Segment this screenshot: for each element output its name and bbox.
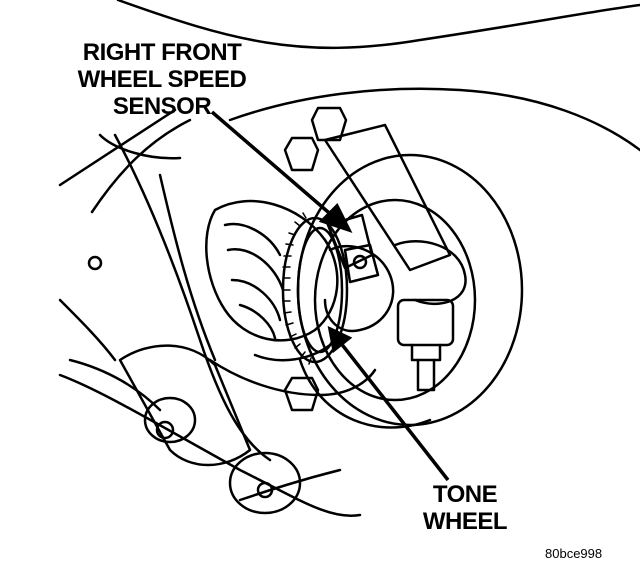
rotor-inner [313, 198, 477, 402]
frame-side [58, 298, 117, 362]
tone-wheel-callout-line-2: WHEEL [422, 508, 508, 535]
lower-bushing-bolt [155, 420, 175, 440]
tone-wheel-callout-line-1: TONE [432, 481, 498, 508]
sensor-callout-line-3: SENSOR [112, 93, 212, 120]
tie-rod-stud [416, 358, 436, 392]
tone-wheel-teeth [282, 212, 312, 365]
sensor-callout-line-1: RIGHT FRONT [82, 39, 242, 66]
cv-boot-rib-1 [223, 222, 282, 257]
cv-boot-rib-4 [238, 303, 277, 340]
tone-wheel-callout-label: TONE WHEEL [400, 481, 530, 535]
sensor-leader-line [210, 110, 337, 220]
tone-wheel-base [253, 343, 332, 362]
sensor-callout-line-2: WHEEL SPEED [77, 66, 247, 93]
ball-joint [228, 451, 302, 515]
sensor-bracket [343, 243, 380, 284]
tone-leader-line [338, 340, 450, 482]
tie-rod [323, 123, 452, 272]
rotor-face [298, 358, 432, 429]
cv-boot-rib-2 [226, 247, 285, 292]
lower-bushing [143, 396, 197, 444]
lower-control-arm-2 [158, 173, 217, 362]
tie-rod-nut [396, 298, 455, 347]
tie-rod-bolt [410, 343, 442, 362]
cv-boot-rib-3 [230, 278, 282, 322]
lower-arm-flange [238, 468, 342, 502]
ball-joint-bolt [256, 481, 274, 499]
tie-rod-end [393, 240, 467, 305]
body-arc [98, 133, 182, 160]
upper-bolt [310, 106, 348, 142]
sensor-callout-label: RIGHT FRONT WHEEL SPEED SENSOR [62, 39, 262, 120]
sensor-leader-arrowhead [318, 203, 353, 233]
sensor-bolt [352, 254, 368, 270]
arm-link [208, 358, 377, 397]
tone-leader-arrowhead [327, 325, 353, 354]
frame-curve [116, 0, 640, 50]
lower-arm-body [118, 344, 252, 467]
frame-hole [87, 255, 103, 271]
strut-bolt [283, 376, 320, 412]
knuckle [323, 244, 395, 333]
figure-code: 80bce998 [545, 546, 603, 561]
cv-boot [205, 199, 339, 342]
lower-arm-edge [58, 373, 362, 517]
body-panel-line-2 [90, 118, 192, 214]
upper-bolt-2 [283, 136, 320, 172]
frame-curve-inner [228, 87, 640, 152]
rotor-disc [296, 153, 524, 427]
